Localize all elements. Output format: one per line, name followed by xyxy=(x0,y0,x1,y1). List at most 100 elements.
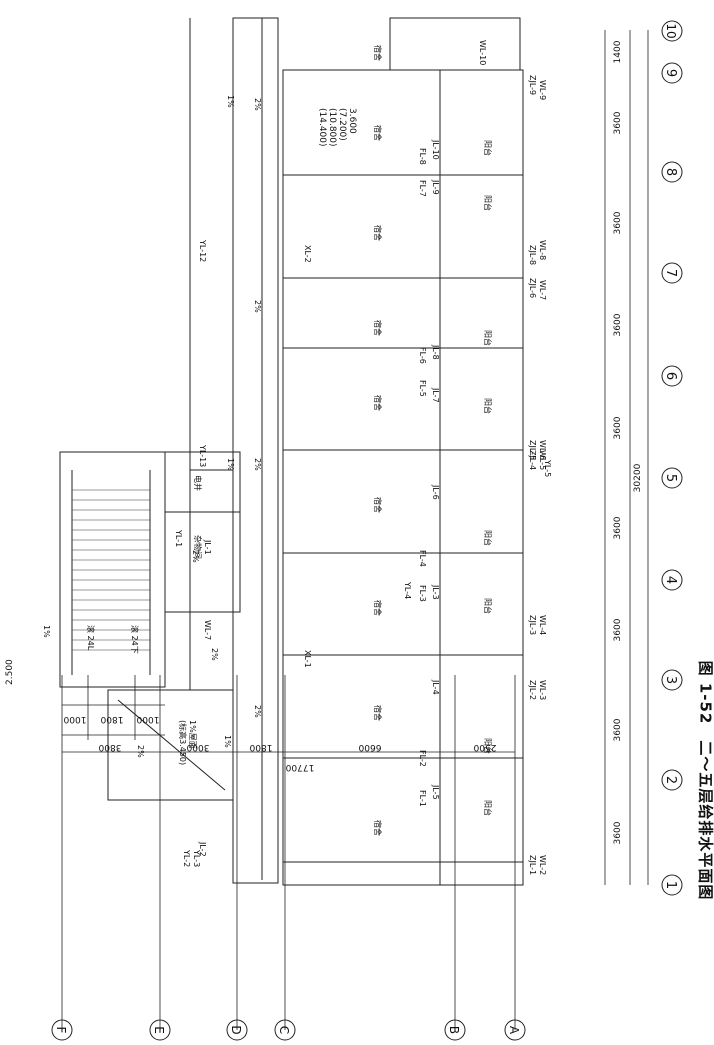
room-label-balcony: 阳台 xyxy=(483,140,493,156)
bay-dim: 3600 xyxy=(613,821,623,844)
room-label-dorm: 宿舍 xyxy=(373,225,383,241)
axis-bubble-4: 4 xyxy=(661,569,683,591)
room-labels: 宿舍 宿舍 宿舍 宿舍 宿舍 宿舍 宿舍 宿舍 宿舍 阳台 阳台 阳台 阳台 阳… xyxy=(193,45,493,836)
pipe-tag: FL-2 xyxy=(418,750,427,767)
axis-bubble-F: F xyxy=(51,1019,73,1041)
slope-mark: 2% xyxy=(136,745,145,758)
pipe-tag: FL-7 xyxy=(418,180,427,197)
slope-marks: 1% 2% 2% 2% 1% 2% 1% 2% 2% 1% 2% xyxy=(42,95,262,758)
pipe-tag: WL-8 xyxy=(538,240,547,260)
slope-mark: 2% xyxy=(210,648,219,661)
svg-text:8: 8 xyxy=(663,168,678,176)
pipe-tag: JL-3 xyxy=(431,584,440,600)
svg-text:A: A xyxy=(507,1026,521,1035)
pipe-tag: FL-1 xyxy=(418,790,427,807)
room-label-storage: 杂物间 xyxy=(193,535,203,559)
svg-text:4: 4 xyxy=(663,576,678,584)
stair-treads xyxy=(72,489,150,651)
level-text: (10.800) xyxy=(327,108,337,147)
slope-mark: 1% xyxy=(223,735,232,748)
svg-text:3: 3 xyxy=(663,676,678,684)
stair-label-up: 滚 24L xyxy=(86,625,96,651)
pipe-tag: WL-7 xyxy=(203,620,212,640)
pipe-tag: JL-6 xyxy=(431,484,440,500)
slope-mark: 1% xyxy=(226,458,235,471)
pipe-tag: WL-2 xyxy=(538,855,547,875)
pipe-tag: YL-3 xyxy=(192,849,201,867)
room-label-shaft: 电井 xyxy=(193,475,203,491)
pipe-tags: YL-1 YL-2 YL-3 YL-4 YL-5 YL-12 YL-13 JL-… xyxy=(174,40,552,875)
pipe-tag: XL-2 xyxy=(303,245,312,263)
pipe-tag: JL-10 xyxy=(431,139,440,160)
svg-text:2: 2 xyxy=(663,776,678,784)
room-label-dorm: 宿舍 xyxy=(373,820,383,836)
stair-label-down: 滚 24下 xyxy=(130,625,140,654)
depth-dim-inner: 1800 xyxy=(100,714,123,724)
pipe-tag: WL-3 xyxy=(538,680,547,700)
pipe-tag: JL-1 xyxy=(203,539,212,555)
bay-dimension-texts: 3600 3600 3600 3600 3600 3600 3600 3600 … xyxy=(613,40,643,844)
bay-dim: 3600 xyxy=(613,111,623,134)
room-label-balcony: 阳台 xyxy=(483,738,493,754)
axis-bubble-2: 2 xyxy=(661,769,683,791)
pipe-tag: WL-9 xyxy=(538,80,547,100)
room-label-balcony: 阳台 xyxy=(483,598,493,614)
pipe-tag: JL-7 xyxy=(431,387,440,403)
pipe-tag: WL-4 xyxy=(538,615,547,635)
room-label-balcony: 阳台 xyxy=(483,398,493,414)
drawing-caption: 图 1-52 二～五层给排水平面图 xyxy=(676,560,714,1040)
svg-text:5: 5 xyxy=(663,474,678,482)
level-stack: (14.400) (10.800) (7.200) 3.600 2.500 xyxy=(5,108,357,685)
axis-bubble-9: 9 xyxy=(661,62,683,84)
level-text: (14.400) xyxy=(317,108,327,147)
level-text: (7.200) xyxy=(337,108,347,141)
pipe-tag: YL-2 xyxy=(182,849,191,867)
pipe-tag: ZJL-6 xyxy=(528,278,537,298)
slope-mark: 1% xyxy=(42,625,51,638)
room-label-dorm: 宿舍 xyxy=(373,320,383,336)
building-outline xyxy=(59,17,524,886)
room-label-balcony: 阳台 xyxy=(483,330,493,346)
roof-note: (标高3.450) xyxy=(178,720,188,765)
svg-text:C: C xyxy=(277,1026,291,1034)
level-text: 3.600 xyxy=(347,108,357,134)
pipe-tag: ZJL-2 xyxy=(528,680,537,700)
room-label-dorm: 宿舍 xyxy=(373,497,383,513)
depth-total: 17700 xyxy=(285,762,314,772)
bay-dim: 1400 xyxy=(613,40,623,63)
pipe-tag: JL-8 xyxy=(431,344,440,360)
svg-text:7: 7 xyxy=(663,269,678,277)
svg-text:1: 1 xyxy=(663,881,678,889)
depth-dim: 6600 xyxy=(358,742,381,752)
depth-dim: 1800 xyxy=(249,742,272,752)
svg-text:9: 9 xyxy=(663,69,678,77)
total-dim: 30200 xyxy=(633,463,643,492)
pipe-tag: YL-4 xyxy=(403,581,412,599)
depth-dim: 3000 xyxy=(186,742,209,752)
depth-dim: 2500 xyxy=(473,742,496,752)
svg-text:D: D xyxy=(229,1025,243,1034)
axis-bubble-A: A xyxy=(504,1019,526,1041)
axis-bubble-D: D xyxy=(226,1019,248,1041)
pipe-tag: YL-1 xyxy=(174,529,183,547)
pipe-tag: ZJL-3 xyxy=(528,615,537,635)
pipe-tag: YL-12 xyxy=(198,239,207,262)
pipe-tag: ZJL-9 xyxy=(528,75,537,95)
stair-notes: (标高3.450) 1%屋面 滚 24L 滚 24下 xyxy=(86,625,197,765)
room-label-balcony: 阳台 xyxy=(483,530,493,546)
svg-text:F: F xyxy=(54,1027,68,1034)
pipe-tag: FL-6 xyxy=(418,347,427,364)
axis-bubble-8: 8 xyxy=(661,161,683,183)
slope-mark: 2% xyxy=(253,458,262,471)
axis-bubble-5: 5 xyxy=(661,467,683,489)
axis-bubble-C: C xyxy=(274,1019,296,1041)
bay-dim: 3600 xyxy=(613,516,623,539)
room-label-dorm: 宿舍 xyxy=(373,705,383,721)
bay-dim: 3600 xyxy=(613,313,623,336)
axis-bubble-10: 10 xyxy=(661,20,683,42)
depth-dimension-texts: 3800 3000 1800 6600 2500 17700 1000 1800… xyxy=(63,714,496,772)
roof-note: 1%屋面 xyxy=(188,720,197,749)
slope-mark: 2% xyxy=(191,550,200,563)
bay-dim: 3600 xyxy=(613,618,623,641)
depth-dim-inner: 1000 xyxy=(63,714,86,724)
